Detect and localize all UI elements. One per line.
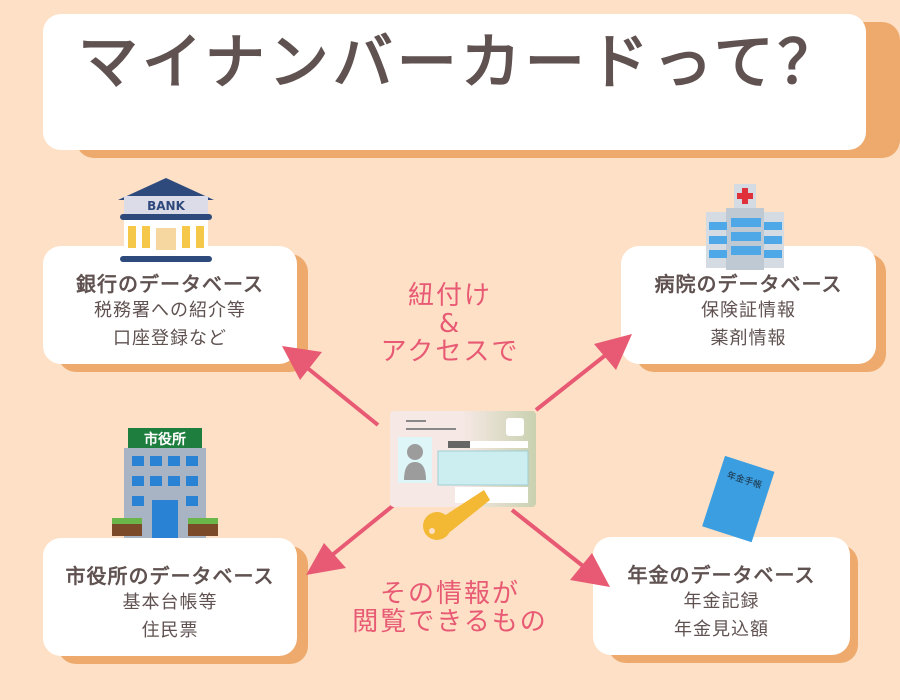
hospital-icon <box>706 184 784 270</box>
center-top-text: 紐付け & アクセスで <box>370 282 530 366</box>
cityhall-heading: 市役所のデータベース <box>65 564 275 588</box>
center-top-line-1: 紐付け <box>407 281 492 311</box>
arrow-to-hospital <box>534 334 632 412</box>
cityhall-icon-label: 市役所 <box>144 431 186 448</box>
hospital-database-card: 病院のデータベース 保険証情報 薬剤情報 <box>621 246 876 364</box>
bank-line-2: 口座登録など <box>113 328 227 349</box>
arrow-to-pension <box>510 508 610 587</box>
page-title: マイナンバーカードって？ <box>78 28 842 98</box>
center-bottom-line-1: その情報が <box>379 579 520 609</box>
pension-line-1: 年金記録 <box>683 591 760 612</box>
my-number-card-icon <box>390 411 536 507</box>
pension-book-icon: 年金手帳 <box>702 455 775 543</box>
title-box <box>43 14 866 150</box>
bank-icon-label: BANK <box>147 199 185 213</box>
center-bottom-text: その情報が 閲覧できるもの <box>330 580 570 636</box>
arrow-to-bank <box>282 346 380 427</box>
pension-database-card: 年金のデータベース 年金記録 年金見込額 <box>593 537 850 655</box>
center-top-line-3: アクセスで <box>380 337 520 367</box>
center-bottom-line-2: 閲覧できるもの <box>352 607 548 637</box>
cityhall-icon: 市役所 <box>112 428 218 538</box>
bank-line-1: 税務署への紹介等 <box>94 300 246 321</box>
bank-heading: 銀行のデータベース <box>76 272 264 296</box>
hospital-heading: 病院のデータベース <box>654 272 843 296</box>
arrow-to-cityhall <box>306 498 402 575</box>
key-icon <box>423 490 490 540</box>
cityhall-line-2: 住民票 <box>141 620 199 641</box>
hospital-line-2: 薬剤情報 <box>710 328 787 349</box>
center-top-line-2: & <box>438 309 462 339</box>
arrows <box>282 334 632 587</box>
cityhall-database-card: 市役所のデータベース 基本台帳等 住民票 <box>43 538 297 656</box>
bank-database-card: 銀行のデータベース 税務署への紹介等 口座登録など <box>43 246 297 364</box>
bank-icon: BANK <box>118 178 214 262</box>
pension-line-2: 年金見込額 <box>674 619 769 640</box>
pension-heading: 年金のデータベース <box>627 563 816 587</box>
hospital-line-1: 保険証情報 <box>701 300 796 321</box>
cityhall-line-1: 基本台帳等 <box>122 592 218 613</box>
